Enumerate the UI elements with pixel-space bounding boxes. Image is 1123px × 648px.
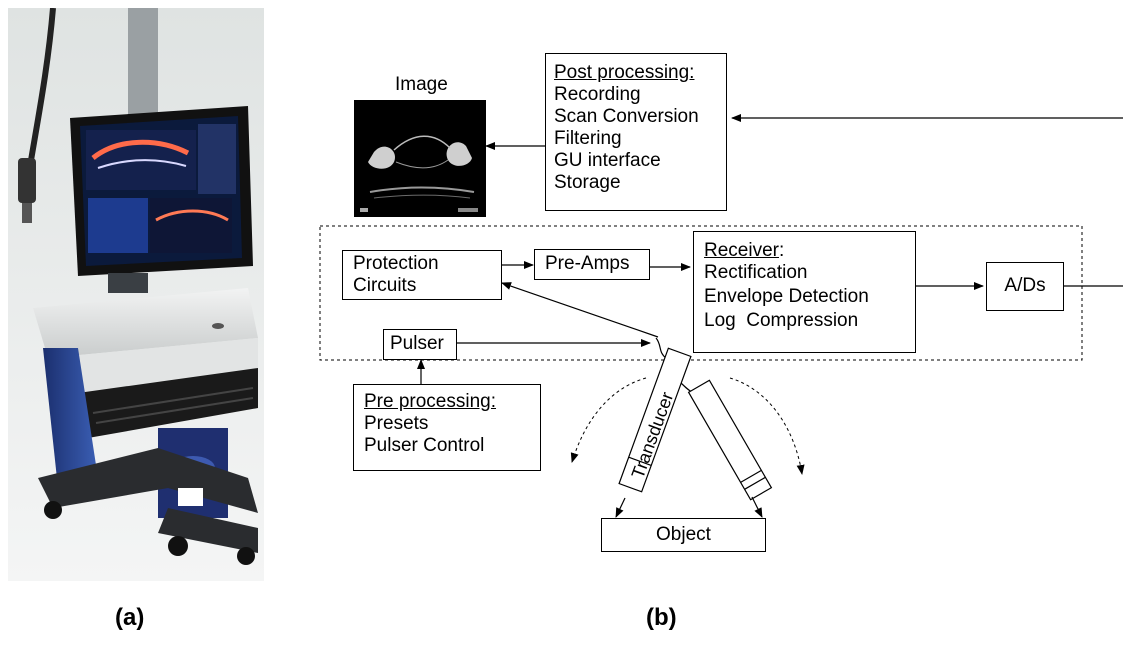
ultrasound-device-illustration <box>8 8 264 581</box>
transducer-right-probe <box>687 379 773 501</box>
sweep-arc-right <box>729 377 805 475</box>
pre-processing-item: Presets <box>364 413 429 434</box>
image-label: Image <box>395 74 448 95</box>
ultrasound-scan-graphic <box>360 135 478 212</box>
pulser-label: Pulser <box>390 333 444 354</box>
sweep-arc-left <box>570 377 647 463</box>
post-processing-item: Storage <box>554 172 621 193</box>
system-boundary <box>319 225 1083 361</box>
object-label: Object <box>656 524 711 545</box>
block-diagram: Image Post processing: Recording Scan Co… <box>280 0 1123 600</box>
post-processing-box: Post processing: Recording Scan Conversi… <box>545 53 727 211</box>
protection-line: Protection <box>353 253 439 274</box>
receiver-heading-suffix: : <box>778 240 785 261</box>
panel-label-b: (b) <box>646 604 677 631</box>
post-processing-heading: Post processing: <box>554 62 695 83</box>
arrow-to-protection <box>501 282 659 338</box>
panel-label-a: (a) <box>115 604 145 631</box>
post-processing-item: Filtering <box>554 128 622 149</box>
pulser-box: Pulser <box>383 329 457 360</box>
pre-processing-box: Pre processing: Presets Pulser Control <box>353 384 541 471</box>
receiver-item: Log Compression <box>704 310 859 331</box>
pre-processing-heading: Pre processing: <box>364 391 497 412</box>
receiver-box: Receiver: Rectification Envelope Detecti… <box>693 231 916 353</box>
preamps-label: Pre-Amps <box>545 253 630 274</box>
ads-label: A/Ds <box>1004 275 1046 296</box>
post-processing-item: GU interface <box>554 150 661 171</box>
pre-processing-item: Pulser Control <box>364 435 485 456</box>
post-processing-item: Recording <box>554 84 641 105</box>
ultrasound-image-thumbnail <box>354 100 486 217</box>
post-processing-item: Scan Conversion <box>554 106 699 127</box>
protection-circuits-box: Protection Circuits <box>342 250 502 300</box>
receiver-item: Envelope Detection <box>704 286 869 307</box>
protection-line: Circuits <box>353 275 417 296</box>
preamps-box: Pre-Amps <box>534 249 650 280</box>
receiver-heading: Receiver <box>704 240 779 261</box>
beam-left <box>615 497 626 518</box>
transducer-left-probe <box>618 347 692 493</box>
ads-box: A/Ds <box>986 262 1064 311</box>
ultrasound-device-photo <box>8 8 264 581</box>
beam-right <box>751 496 763 518</box>
object-box: Object <box>601 518 766 552</box>
receiver-item: Rectification <box>704 262 808 283</box>
diagram-connectors <box>319 114 1123 518</box>
